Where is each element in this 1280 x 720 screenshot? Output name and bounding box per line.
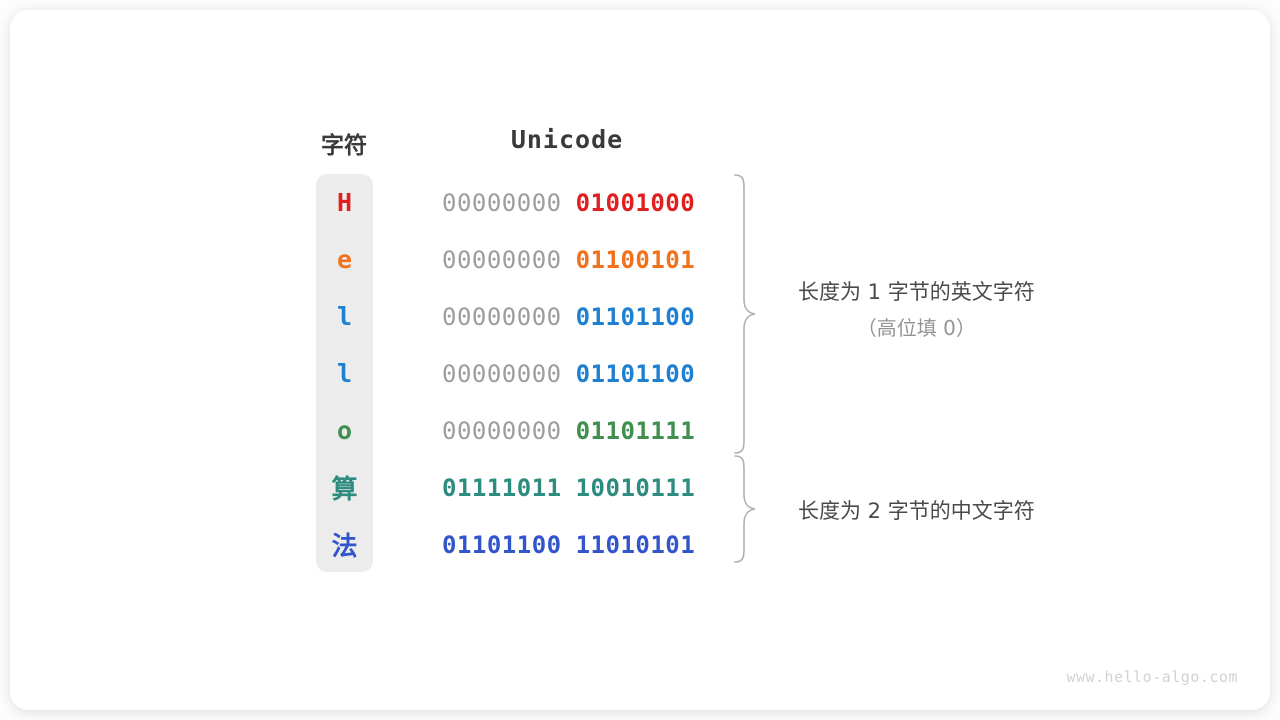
unicode-low-byte: 01101111 — [575, 416, 696, 445]
row-unicode-bits: 00000000 01100101 — [442, 231, 695, 288]
table-row: o 00000000 01101111 — [316, 402, 736, 459]
annotation-chinese-line1: 长度为 2 字节的中文字符 — [798, 499, 1035, 523]
unicode-low-byte: 01001000 — [575, 188, 696, 217]
table-row: 算 01111011 10010111 — [316, 459, 736, 516]
table-row: l 00000000 01101100 — [316, 345, 736, 402]
unicode-high-byte: 00000000 — [442, 359, 562, 388]
row-unicode-bits: 00000000 01001000 — [442, 174, 695, 231]
annotation-english-line2: （高位填 0） — [856, 316, 976, 340]
row-unicode-bits: 01111011 10010111 — [442, 459, 695, 516]
row-unicode-bits: 00000000 01101111 — [442, 402, 695, 459]
unicode-high-byte: 00000000 — [442, 416, 562, 445]
unicode-low-byte: 01100101 — [575, 245, 696, 274]
annotation-english-bytes: 长度为 1 字节的英文字符 （高位填 0） — [798, 274, 1035, 346]
unicode-high-byte: 01101100 — [442, 530, 562, 559]
row-character: o — [336, 416, 353, 445]
unicode-low-byte: 01101100 — [575, 302, 696, 331]
unicode-high-byte: 00000000 — [442, 188, 562, 217]
row-character: l — [336, 302, 353, 331]
character-column-background — [316, 174, 373, 572]
diagram-card: 字符 Unicode H 00000000 01001000 e 00000000 011… — [10, 10, 1270, 710]
brace-chinese-group — [732, 454, 758, 564]
watermark: www.hello-algo.com — [1066, 668, 1238, 686]
row-character: l — [336, 359, 353, 388]
row-unicode-bits: 01101100 11010101 — [442, 516, 695, 573]
table-row: 法 01101100 11010101 — [316, 516, 736, 573]
unicode-high-byte: 00000000 — [442, 302, 562, 331]
unicode-high-byte: 00000000 — [442, 245, 562, 274]
row-character: H — [336, 188, 353, 217]
table-row: e 00000000 01100101 — [316, 231, 736, 288]
annotation-chinese-bytes: 长度为 2 字节的中文字符 — [798, 493, 1035, 529]
unicode-low-byte: 10010111 — [575, 473, 696, 502]
column-header-character: 字符 — [321, 132, 367, 158]
annotation-english-line1: 长度为 1 字节的英文字符 — [798, 280, 1035, 304]
row-unicode-bits: 00000000 01101100 — [442, 288, 695, 345]
row-character: 法 — [331, 532, 358, 562]
row-character: e — [336, 245, 353, 274]
unicode-high-byte: 01111011 — [442, 473, 562, 502]
table-row: H 00000000 01001000 — [316, 174, 736, 231]
table-row: l 00000000 01101100 — [316, 288, 736, 345]
unicode-low-byte: 11010101 — [575, 530, 696, 559]
column-header-unicode: Unicode — [510, 125, 624, 154]
unicode-low-byte: 01101100 — [575, 359, 696, 388]
brace-english-group — [732, 173, 758, 455]
row-character: 算 — [331, 475, 358, 505]
row-unicode-bits: 00000000 01101100 — [442, 345, 695, 402]
